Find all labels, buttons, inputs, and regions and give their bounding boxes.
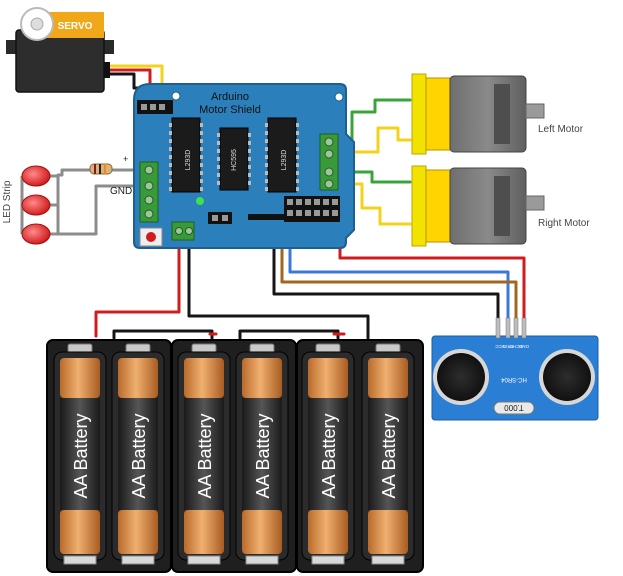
aa-battery-4: AA Battery (235, 343, 289, 565)
analog-header (248, 214, 308, 220)
sensor-pin-vcc: VCC (495, 344, 505, 349)
power-wire-black (187, 238, 370, 340)
battery-label-3: AA Battery (195, 413, 215, 498)
chip-label-3: L293D (281, 150, 288, 171)
ultrasonic-sensor: VCC TRIG ECHO GND HC-SR04 T.000 (431, 317, 599, 421)
battery-label-1: AA Battery (71, 413, 91, 498)
servo-motor: SERVO (6, 7, 114, 93)
led-2 (21, 194, 51, 216)
sensor-pin-gnd: GND (518, 344, 529, 349)
chip-hc595: HC595 (219, 127, 249, 191)
chip-label-1: L293D (185, 150, 192, 171)
sensor-header (284, 196, 340, 222)
led-strip-label: LED Strip (2, 180, 13, 223)
led-3 (21, 223, 51, 245)
battery-label-4: AA Battery (253, 413, 273, 498)
chip-l293d-2: L293D (267, 117, 297, 193)
aa-battery-5: AA Battery (301, 343, 355, 565)
aa-battery-3: AA Battery (177, 343, 231, 565)
aa-battery-2: AA Battery (111, 343, 165, 565)
sensor-model: HC-SR04 (501, 376, 527, 382)
led-strip: LED Strip (2, 163, 113, 245)
motor-terminal-block (319, 133, 339, 191)
sensor-crystal (493, 401, 535, 415)
servo-header (137, 100, 173, 114)
led-terminal-block (139, 161, 159, 223)
right-motor-wire-yellow (328, 182, 412, 226)
battery-label-2: AA Battery (129, 413, 149, 498)
shield-title-line1: Arduino (211, 91, 249, 103)
sensor-pin-echo: ECHO (509, 344, 523, 349)
gnd-label: GND (110, 186, 132, 197)
chip-label-2: HC595 (231, 149, 238, 171)
chip-l293d-1: L293D (171, 117, 201, 193)
power-led (196, 197, 204, 205)
led-1 (21, 165, 51, 187)
battery-label-5: AA Battery (319, 413, 339, 498)
battery-jumper-1 (112, 329, 214, 340)
reset-button (139, 227, 163, 247)
aa-battery-6: AA Battery (361, 343, 415, 565)
jumper-header (208, 212, 232, 224)
aa-battery-1: AA Battery (53, 343, 107, 565)
led-wire-ground (56, 184, 142, 236)
sensor-pin-0 (495, 317, 501, 339)
battery-jumper-3 (238, 329, 340, 340)
right-motor-label: Right Motor (538, 218, 590, 229)
left-motor-wire-yellow (328, 126, 412, 154)
shield-title-line2: Motor Shield (199, 104, 261, 116)
sensor-pin-1 (505, 317, 511, 339)
motor-shield: Arduino Motor Shield L293D HC595 L293D (110, 83, 355, 249)
sensor-crystal-text: T.000 (504, 403, 524, 412)
power-wire-red (94, 238, 181, 338)
left-motor: Left Motor (411, 73, 584, 155)
right-motor: Right Motor (411, 165, 590, 247)
servo-label: SERVO (58, 21, 93, 32)
resistor (89, 163, 113, 175)
sensor-pins (495, 317, 527, 339)
chip-pins (169, 123, 299, 191)
sensor-pin-2 (513, 317, 519, 339)
power-terminal-block (171, 221, 195, 241)
sensor-pin-3 (521, 317, 527, 339)
sensor-pin-trig: TRIG (502, 344, 513, 349)
plus-mark: + (123, 154, 128, 164)
battery-cells: AA Battery AA Battery AA Battery AA Battery… (53, 343, 415, 565)
left-motor-label: Left Motor (538, 124, 584, 135)
battery-label-6: AA Battery (379, 413, 399, 498)
